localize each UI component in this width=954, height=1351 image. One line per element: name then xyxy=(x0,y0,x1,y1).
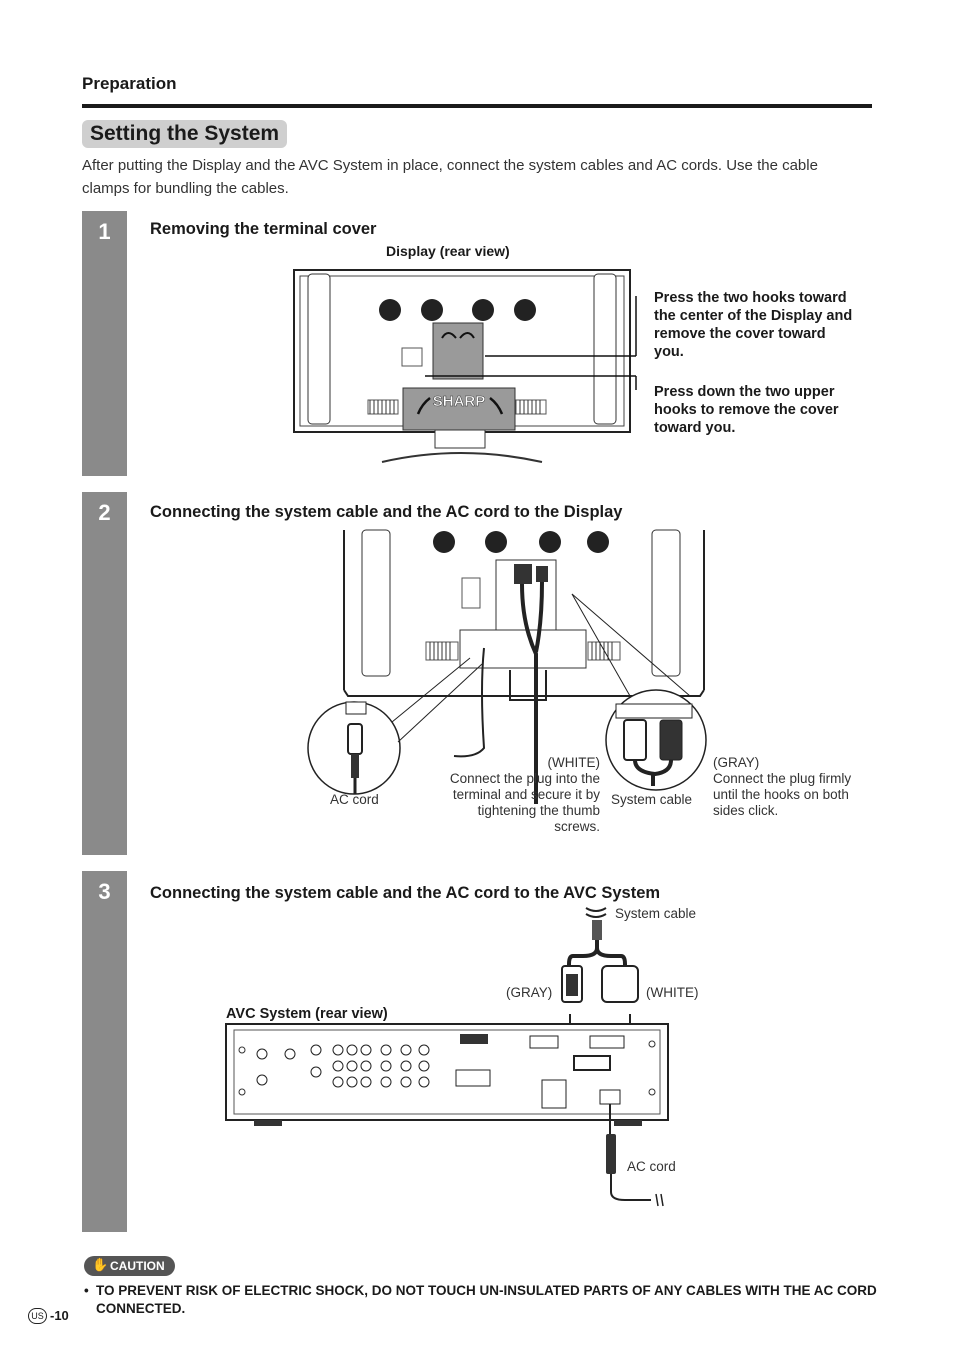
display-rear-illustration: SHARP xyxy=(293,269,637,463)
page-title: Setting the System xyxy=(82,120,288,148)
step3-gray-label: (GRAY) xyxy=(506,985,553,1000)
step-1-title: Removing the terminal cover xyxy=(150,220,377,238)
avc-system-illustration xyxy=(225,907,669,1207)
step-2-title: Connecting the system cable and the AC c… xyxy=(150,503,623,521)
step2-white-tag: (WHITE) xyxy=(547,755,600,770)
step-2-bar: 2 xyxy=(82,492,127,855)
display-rear-caption: Display (rear view) xyxy=(386,243,510,259)
intro-text: After putting the Display and the AVC Sy… xyxy=(82,157,818,197)
region-badge: US xyxy=(28,1308,47,1324)
step3-white-label: (WHITE) xyxy=(646,985,699,1000)
caution-bullet: • xyxy=(84,1283,89,1298)
page-number: -10 xyxy=(50,1308,69,1323)
step2-system-cable-label: System cable xyxy=(611,792,693,807)
step3-system-cable-label: System cable xyxy=(615,906,697,921)
sharp-logo: SHARP xyxy=(433,393,486,410)
callout-upper-hooks: Press down the two upper hooks to remove… xyxy=(654,384,839,436)
avc-rear-caption: AVC System (rear view) xyxy=(226,1006,388,1022)
step2-ac-cord-label: AC cord xyxy=(330,792,379,807)
callout-center-hooks: Press the two hooks toward the center of… xyxy=(654,290,853,360)
caution-text: TO PREVENT RISK OF ELECTRIC SHOCK, DO NO… xyxy=(96,1283,877,1316)
step-3-number: 3 xyxy=(98,879,111,904)
step2-gray-tag: (GRAY) xyxy=(713,755,760,770)
step-1-bar: 1 xyxy=(82,211,127,476)
section-header: Preparation xyxy=(82,74,177,93)
step-3-bar: 3 xyxy=(82,871,127,1232)
step-3-title: Connecting the system cable and the AC c… xyxy=(150,884,661,902)
step3-ac-cord-label: AC cord xyxy=(627,1159,676,1174)
step-1-number: 1 xyxy=(98,219,111,244)
display-connection-illustration xyxy=(307,529,707,804)
header-rule xyxy=(82,104,872,108)
step2-white-instruction: Connect the plug into the terminal and s… xyxy=(449,771,600,834)
caution-label: CAUTION xyxy=(110,1259,165,1273)
step-2-number: 2 xyxy=(98,500,111,525)
caution-badge: ✋ CAUTION xyxy=(84,1256,175,1276)
hand-icon: ✋ xyxy=(92,1257,109,1272)
step2-gray-instruction: Connect the plug firmly until the hooks … xyxy=(713,771,852,818)
